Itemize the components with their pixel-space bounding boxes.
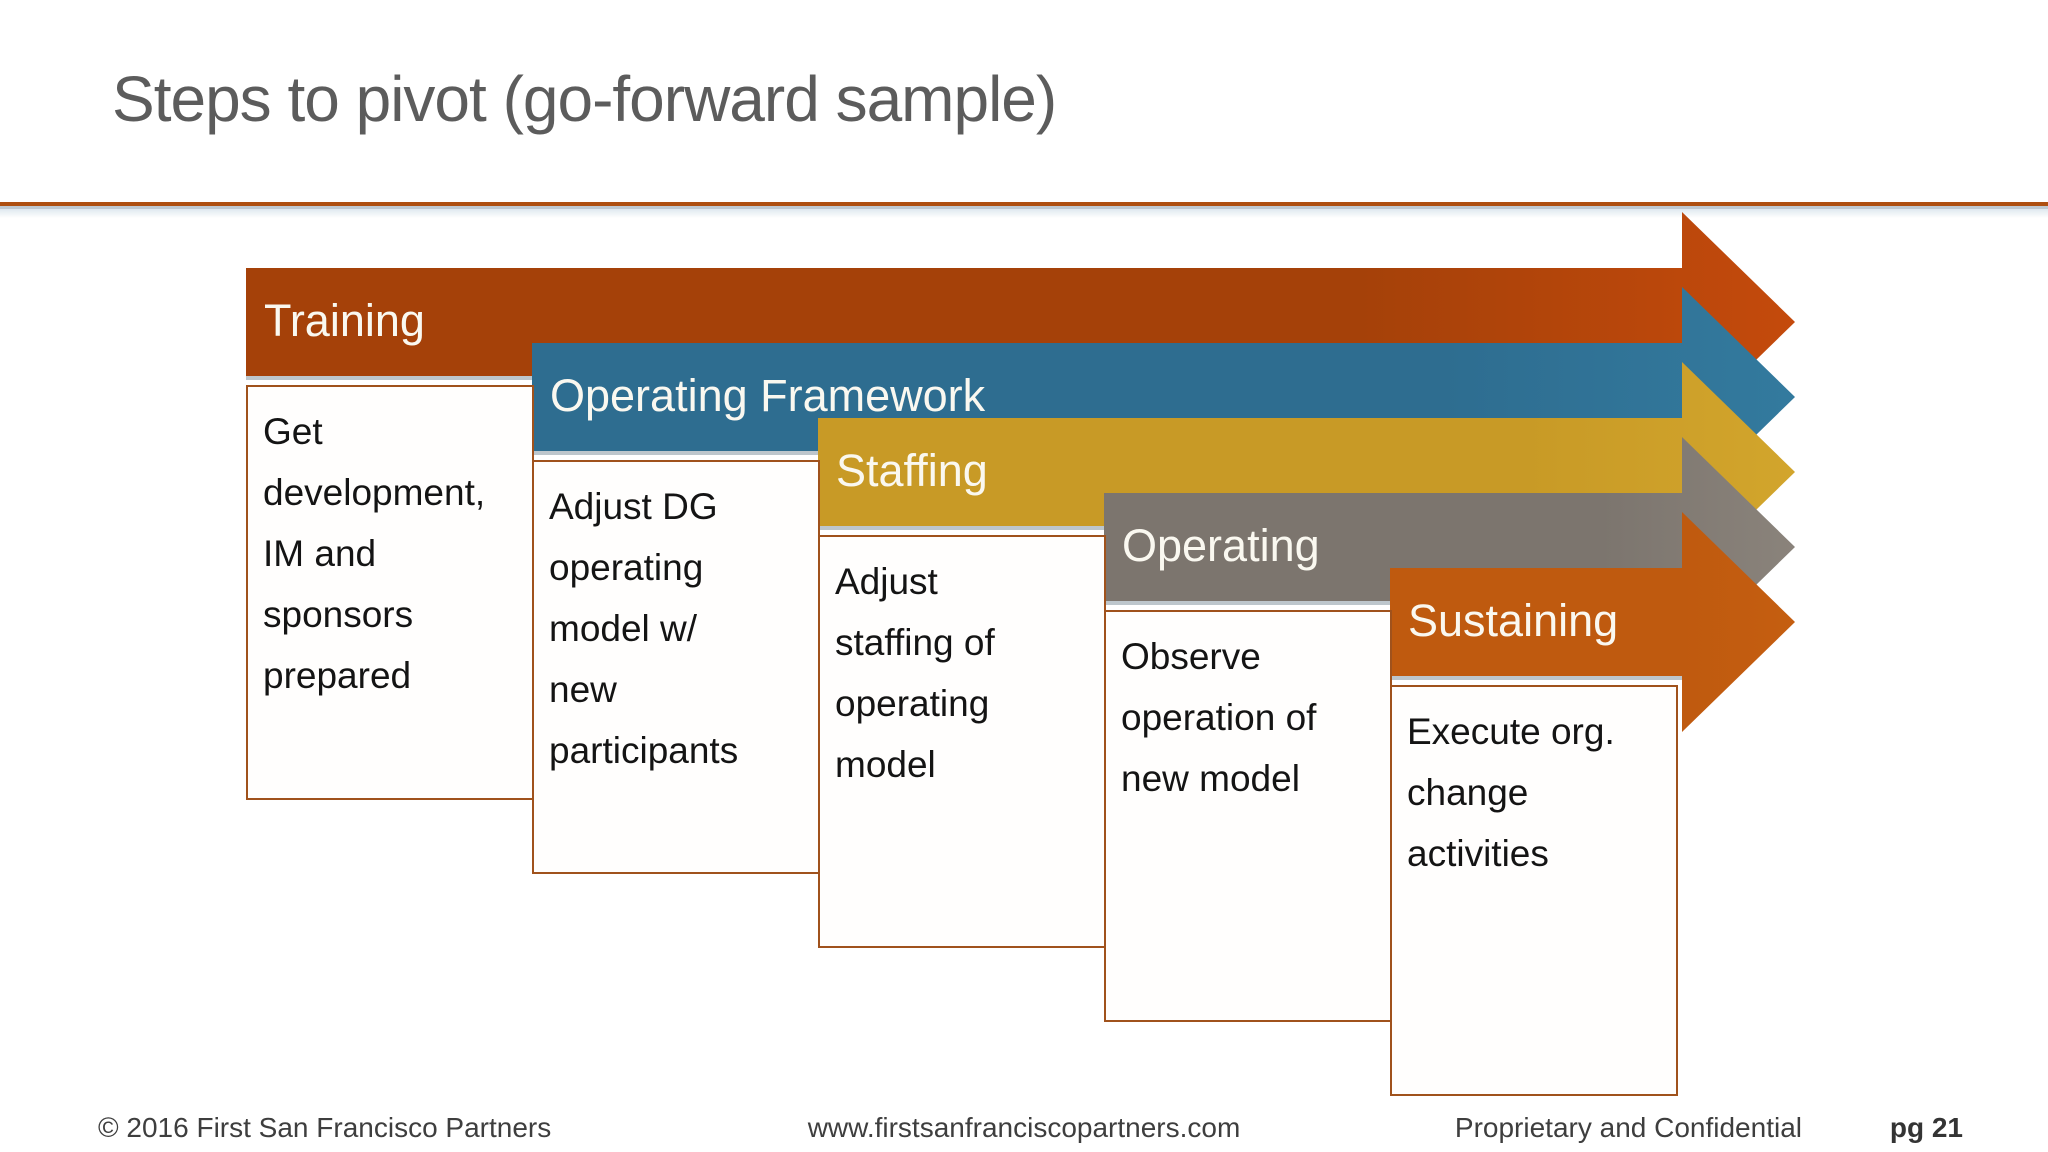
step-description-box-sustaining: Execute org. change activities bbox=[1390, 685, 1678, 1096]
step-description-box-staffing: Adjust staffing of operating model bbox=[818, 535, 1106, 948]
step-description-box-operating-framework: Adjust DG operating model w/ new partici… bbox=[532, 460, 820, 874]
process-arrow-operating-framework bbox=[532, 287, 1795, 507]
footer-copyright: © 2016 First San Francisco Partners bbox=[98, 1112, 552, 1143]
process-arrow-sustaining bbox=[1390, 512, 1795, 732]
bar-shadow-4 bbox=[1390, 676, 1682, 680]
process-arrow-operating bbox=[1104, 437, 1795, 657]
bar-shadow-2 bbox=[818, 526, 1104, 530]
bar-shadow-1 bbox=[532, 451, 818, 455]
title-divider-fade bbox=[0, 209, 2048, 218]
arrow-label-operating: Operating bbox=[1122, 520, 1320, 571]
bar-shadow-3 bbox=[1104, 601, 1390, 605]
step-description-box-operating: Observe operation of new model bbox=[1104, 610, 1392, 1022]
arrow-label-sustaining: Sustaining bbox=[1408, 595, 1619, 646]
footer-page-number: pg 21 bbox=[1889, 1112, 1963, 1143]
process-arrow-training bbox=[246, 212, 1795, 432]
title-divider-line bbox=[0, 202, 2048, 206]
arrow-label-operating-framework: Operating Framework bbox=[550, 370, 986, 421]
footer-confidentiality: Proprietary and Confidential bbox=[1454, 1112, 1802, 1143]
step-description-box-training: Get development, IM and sponsors prepare… bbox=[246, 385, 534, 800]
footer: © 2016 First San Francisco Partners www.… bbox=[0, 1106, 2048, 1152]
arrow-label-staffing: Staffing bbox=[836, 445, 988, 496]
process-arrow-staffing bbox=[818, 362, 1795, 582]
footer-website: www.firstsanfranciscopartners.com bbox=[807, 1112, 1241, 1143]
arrow-label-training: Training bbox=[264, 295, 425, 346]
bar-shadow-0 bbox=[246, 376, 532, 380]
page-title: Steps to pivot (go-forward sample) bbox=[112, 63, 1057, 135]
title-divider-shadow bbox=[0, 206, 2048, 209]
